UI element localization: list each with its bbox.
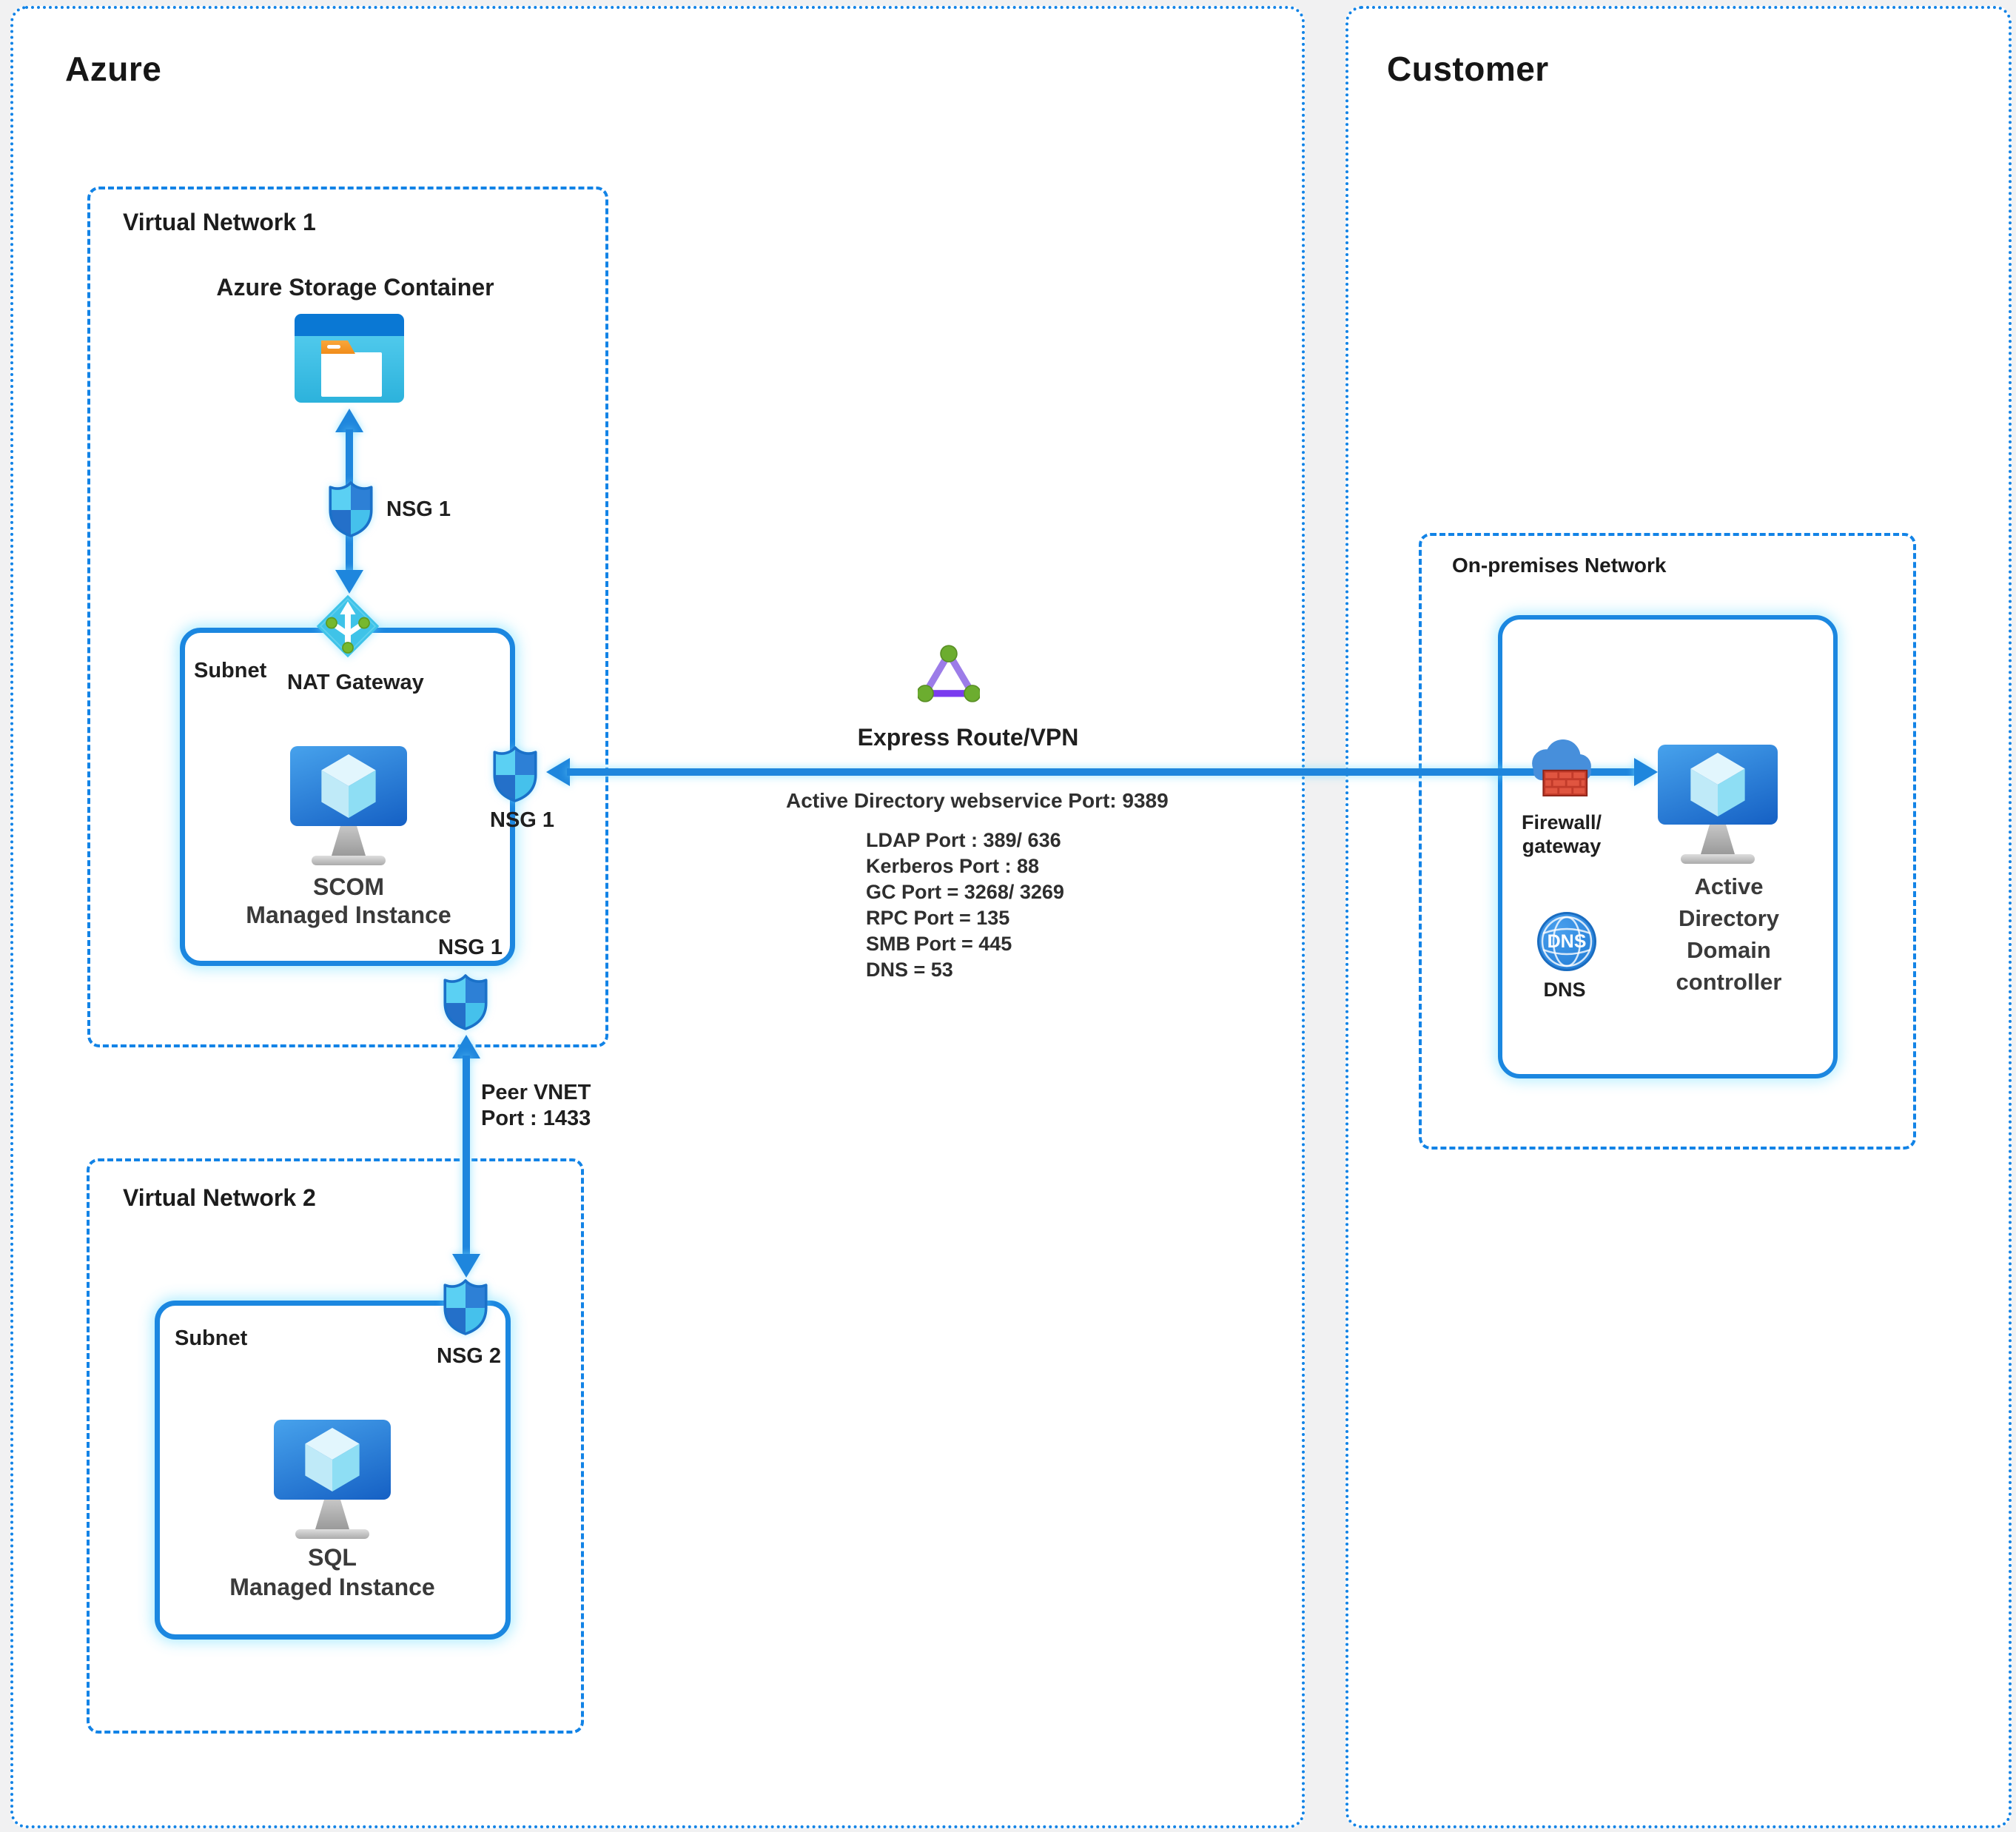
scom-label-line1: SCOM <box>313 873 384 900</box>
port-item: SMB Port = 445 <box>866 933 1012 955</box>
arrow-peering-up-head <box>452 1035 480 1058</box>
nsg1-right-label: NSG 1 <box>490 808 555 832</box>
firewall-gateway-label-line2: gateway <box>1522 835 1602 857</box>
monitor-base <box>295 1529 369 1539</box>
peer-vnet-label-line2: Port : 1433 <box>481 1107 591 1130</box>
monitor-base <box>312 856 386 865</box>
storage-header-bar <box>295 314 404 336</box>
nsg1-top-shield-icon <box>328 481 374 541</box>
onprem-inner-box <box>1498 615 1838 1078</box>
scom-label-line2: Managed Instance <box>246 902 451 928</box>
sql-managed-instance-icon <box>274 1420 391 1539</box>
cube-icon <box>321 754 376 818</box>
nsg1-bottom-shield-icon <box>443 974 488 1034</box>
arrow-express-right-head <box>1634 758 1658 786</box>
ad-label-line: Directory <box>1678 905 1780 931</box>
dns-label: DNS <box>1543 979 1586 1001</box>
onprem-network-title: On-premises Network <box>1452 554 1667 577</box>
dns-icon-text: DNS <box>1547 930 1587 952</box>
azure-zone-title: Azure <box>65 50 162 88</box>
port-list: LDAP Port : 389/ 636 Kerberos Port : 88 … <box>866 828 1064 983</box>
nsg2-label: NSG 2 <box>437 1344 502 1368</box>
virtual-network-1-box <box>87 187 608 1047</box>
ad-label-line: controller <box>1676 969 1782 995</box>
port-item: GC Port = 3268/ 3269 <box>866 881 1064 903</box>
monitor-base <box>1681 854 1755 864</box>
monitor-screen <box>290 746 407 826</box>
storage-folder-tab-dash <box>327 345 340 349</box>
ad-webservice-port-label: Active Directory webservice Port: 9389 <box>786 789 1169 812</box>
storage-page <box>321 352 382 397</box>
nsg1-top-label: NSG 1 <box>386 497 451 521</box>
ad-domain-controller-icon <box>1658 745 1778 864</box>
monitor-screen <box>1658 745 1778 825</box>
arrow-express-left-head <box>546 758 570 786</box>
nat-gateway-label: NAT Gateway <box>287 671 424 694</box>
monitor-stand <box>332 826 366 856</box>
virtual-network-2-title: Virtual Network 2 <box>123 1184 316 1211</box>
subnet1-label: Subnet <box>194 659 267 682</box>
monitor-screen <box>274 1420 391 1500</box>
nat-gateway-icon <box>315 594 380 659</box>
express-route-vpn-icon <box>916 644 981 703</box>
port-item: DNS = 53 <box>866 959 953 981</box>
firewall-gateway-label-line1: Firewall/ <box>1521 811 1602 833</box>
port-item: LDAP Port : 389/ 636 <box>866 829 1061 851</box>
monitor-stand <box>1701 825 1735 854</box>
ad-label-line: Domain <box>1687 937 1771 963</box>
arrow-express-line <box>567 768 1637 776</box>
azure-storage-container-icon <box>295 314 404 403</box>
scom-managed-instance-icon <box>290 746 407 865</box>
virtual-network-2-box <box>87 1158 584 1734</box>
customer-zone-title: Customer <box>1387 50 1549 88</box>
virtual-network-1-title: Virtual Network 1 <box>123 209 316 235</box>
nsg1-right-shield-icon <box>492 746 538 806</box>
cube-icon <box>1690 753 1745 816</box>
arrow-storage-up-head <box>335 409 363 432</box>
sql-label-line1: SQL <box>308 1544 357 1571</box>
dns-icon: DNS <box>1537 912 1596 971</box>
subnet2-label: Subnet <box>175 1326 248 1350</box>
peer-vnet-label-line1: Peer VNET <box>481 1081 591 1104</box>
firewall-gateway-icon <box>1519 735 1604 800</box>
arrow-storage-down-head <box>335 570 363 594</box>
ad-label-line: Active <box>1694 873 1764 899</box>
port-item: RPC Port = 135 <box>866 907 1010 929</box>
express-route-vpn-label: Express Route/VPN <box>857 724 1079 751</box>
nsg1-bottom-label: NSG 1 <box>438 936 503 959</box>
arrow-peering-line <box>463 1056 470 1258</box>
azure-storage-container-label: Azure Storage Container <box>216 274 494 301</box>
monitor-stand <box>315 1500 349 1529</box>
cube-icon <box>305 1428 360 1492</box>
arrow-peering-down-head <box>452 1254 480 1278</box>
port-item: Kerberos Port : 88 <box>866 855 1040 877</box>
nsg2-shield-icon <box>443 1279 488 1339</box>
onprem-network-box <box>1419 533 1916 1150</box>
ad-domain-controller-label: Active Directory Domain controller <box>1655 870 1803 998</box>
sql-label-line2: Managed Instance <box>229 1574 435 1600</box>
